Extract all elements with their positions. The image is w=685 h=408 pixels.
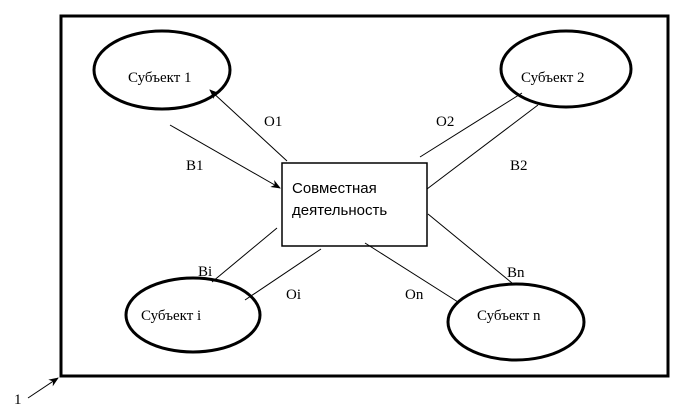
subject-n-ellipse xyxy=(446,282,586,362)
subject-i-label: Субъект i xyxy=(141,308,201,324)
joint-activity-box xyxy=(281,162,428,247)
subject-2-ellipse xyxy=(499,29,633,109)
frame-label: 1 xyxy=(14,392,22,408)
subject-n-label: Субъект n xyxy=(477,308,541,324)
joint-activity-line2: деятельность xyxy=(292,202,387,219)
subject-1-label: Субъект 1 xyxy=(128,70,192,86)
edge-o2-label: O2 xyxy=(436,114,454,130)
edge-on-label: On xyxy=(405,287,424,303)
edge-bi-label: Bi xyxy=(198,264,212,280)
edge-b2-label: B2 xyxy=(510,158,528,174)
edge-bn-line xyxy=(427,213,513,284)
subject-1-ellipse xyxy=(92,29,232,111)
subject-i-ellipse xyxy=(124,276,262,354)
edge-b1-label: B1 xyxy=(186,158,204,174)
edge-o1-label: O1 xyxy=(264,114,282,130)
edge-bi-line xyxy=(211,227,278,283)
outer-frame xyxy=(59,14,670,378)
edge-on-line xyxy=(364,242,459,303)
edge-bn-label: Bn xyxy=(507,265,525,281)
edge-oi-label: Oi xyxy=(286,287,301,303)
edge-o2-line xyxy=(419,92,523,158)
edge-o1-arrow xyxy=(209,89,288,162)
joint-activity-line1: Совместная xyxy=(292,180,377,197)
subject-2-label: Субъект 2 xyxy=(521,70,585,86)
edge-oi-line xyxy=(244,248,322,301)
edge-b2-line xyxy=(426,104,539,190)
frame-pointer-arrow xyxy=(27,377,59,399)
edge-b1-arrow xyxy=(169,124,281,189)
